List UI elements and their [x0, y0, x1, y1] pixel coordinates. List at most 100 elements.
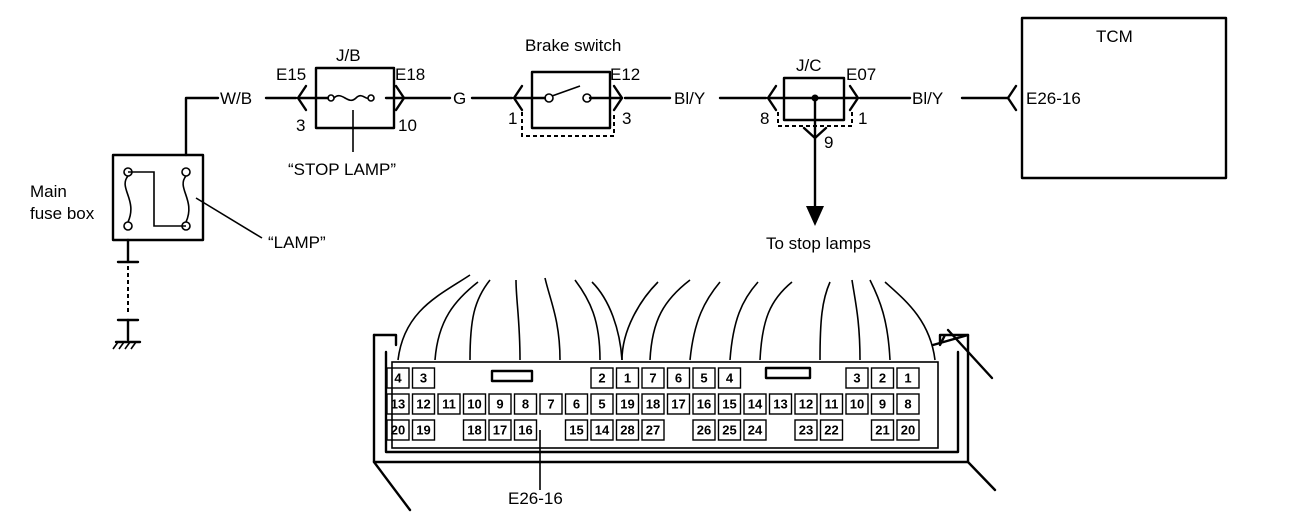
connector-pin: 8	[896, 393, 920, 415]
connector-pin: 18	[462, 419, 487, 441]
connector-pin-label: 11	[825, 397, 839, 412]
connector-pin: 3	[411, 367, 436, 389]
connector-pin: 5	[692, 367, 716, 389]
brake-switch-pin-3: 3	[622, 109, 631, 128]
connector-pin-label: 17	[493, 423, 507, 438]
wire-label-g: G	[453, 89, 466, 108]
jc-label: J/C	[796, 56, 822, 75]
connector-pin-label: 3	[420, 371, 427, 386]
connector-pin: 19	[411, 419, 436, 441]
brake-switch-label: Brake switch	[525, 36, 621, 55]
connector-pin: 14	[590, 419, 614, 441]
tcm-module	[1006, 16, 1228, 180]
lamp-fuse-label: “LAMP”	[268, 233, 326, 252]
connector-pin: 6	[666, 367, 691, 389]
jb-label: J/B	[336, 46, 361, 65]
connector-pin: 2	[590, 367, 614, 389]
connector-pin: 15	[564, 419, 589, 441]
connector-e07: E07	[846, 65, 876, 84]
connector-pin-label: 14	[595, 423, 610, 438]
connector-pin: 26	[692, 419, 716, 441]
connector-pin: 14	[743, 393, 767, 415]
connector-pin-label: 4	[394, 371, 402, 386]
connector-pin: 6	[564, 393, 589, 415]
connector-terminal-e26-16: E26-16	[508, 489, 563, 508]
connector-pin: 28	[615, 419, 640, 441]
connector-pin-label: 1	[904, 371, 911, 386]
connector-pin-label: 8	[904, 397, 911, 412]
connector-pin-label: 5	[700, 371, 707, 386]
connector-pin: 19	[615, 393, 640, 415]
connector-pin-label: 2	[598, 371, 605, 386]
connector-pin-label: 20	[901, 423, 915, 438]
connector-pin: 22	[819, 419, 844, 441]
connector-pin-label: 18	[467, 423, 481, 438]
tcm-label: TCM	[1096, 27, 1133, 46]
connector-pin: 9	[870, 393, 895, 415]
connector-pin-label: 17	[671, 397, 685, 412]
joint-connector	[766, 76, 860, 226]
connector-pin: 4	[717, 367, 742, 389]
main-fuse-box-label-line2: fuse box	[30, 204, 95, 223]
connector-pin-label: 25	[722, 423, 736, 438]
connector-pin: 24	[743, 419, 767, 441]
connector-pin: 7	[641, 367, 665, 389]
jb-pin-10: 10	[398, 116, 417, 135]
connector-pin: 5	[590, 393, 614, 415]
connector-pin: 18	[641, 393, 665, 415]
connector-pin-label: 7	[649, 371, 656, 386]
connector-pin-label: 22	[824, 423, 838, 438]
connector-pin-label: 3	[853, 371, 860, 386]
connector-pin-label: 24	[748, 423, 763, 438]
connector-pin: 12	[411, 393, 436, 415]
connector-pin-label: 5	[598, 397, 605, 412]
connector-e15: E15	[276, 65, 306, 84]
connector-pin: 27	[641, 419, 665, 441]
connector-pin-label: 13	[773, 397, 787, 412]
connector-pin: 4	[386, 367, 410, 389]
tcm-connector-face	[372, 274, 997, 512]
connector-pin: 23	[794, 419, 818, 441]
stop-lamp-fuse-label: “STOP LAMP”	[288, 160, 396, 179]
brake-switch	[512, 70, 624, 137]
main-fuse-box	[111, 153, 205, 242]
connector-e18: E18	[395, 65, 425, 84]
connector-pin: 25	[717, 419, 742, 441]
connector-pin: 21	[870, 419, 895, 441]
connector-pin: 17	[666, 393, 691, 415]
connector-pin-label: 26	[697, 423, 711, 438]
jc-pin-8: 8	[760, 109, 769, 128]
wire-wb	[184, 96, 298, 157]
lamp-leader-line	[195, 197, 263, 239]
connector-pin: 11	[819, 393, 844, 415]
wire-label-wb: W/B	[220, 89, 252, 108]
battery-ground	[112, 238, 142, 350]
brake-switch-pin-1: 1	[508, 109, 517, 128]
to-stop-lamps-label: To stop lamps	[766, 234, 871, 253]
connector-pin: 2	[870, 367, 895, 389]
connector-pin: 7	[539, 393, 563, 415]
jb-pin-3: 3	[296, 116, 305, 135]
connector-pin-label: 16	[697, 397, 711, 412]
connector-pin-label: 27	[646, 423, 660, 438]
connector-pin-label: 14	[748, 397, 763, 412]
connector-pin-label: 23	[799, 423, 813, 438]
connector-pin-label: 10	[850, 397, 864, 412]
connector-pin-label: 10	[467, 397, 481, 412]
connector-pin-label: 7	[547, 397, 554, 412]
connector-pin-label: 1	[624, 371, 631, 386]
connector-pin: 9	[488, 393, 512, 415]
connector-pin-label: 19	[416, 423, 430, 438]
connector-pin-label: 8	[522, 397, 529, 412]
connector-pin-label: 20	[391, 423, 405, 438]
jc-pin-9: 9	[824, 133, 833, 152]
connector-pin: 3	[845, 367, 869, 389]
main-fuse-box-label-line1: Main	[30, 182, 67, 201]
connector-pin-label: 12	[799, 397, 813, 412]
connector-pin: 11	[437, 393, 461, 415]
connector-pin: 13	[768, 393, 793, 415]
connector-pin-label: 4	[726, 371, 734, 386]
connector-pin: 16	[513, 419, 538, 441]
